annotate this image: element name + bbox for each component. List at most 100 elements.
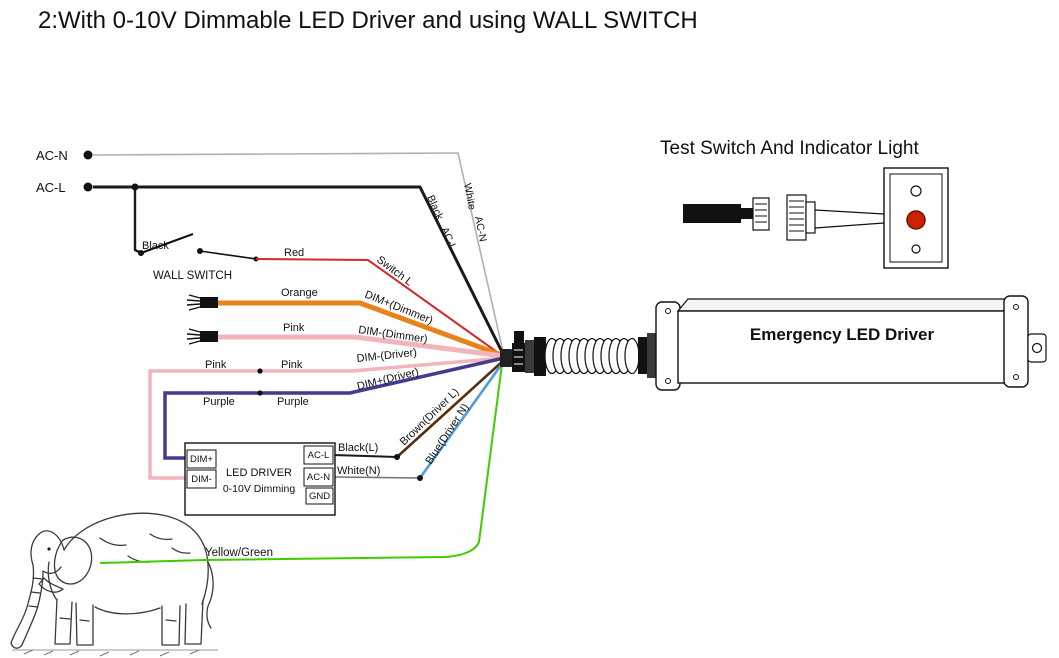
orange-label: Orange [281,287,318,299]
ac-n-label: AC-N [36,148,68,163]
dim-minus-driver-label: DIM-(Driver) [356,347,417,365]
purple-label-right: Purple [277,396,309,408]
elephant-jaw [42,566,62,574]
terminal-ac-l-label: AC-L [308,450,330,461]
connector-pins [789,200,804,232]
terminal-ac-n-box [303,467,334,487]
switch-lead-wire [814,209,885,215]
wire-cap-body [200,297,218,308]
endcap-screw [665,378,671,384]
elephant-leg [161,605,181,646]
wire-red [255,258,505,358]
wire-cap-bristles [186,328,201,345]
gland-part [647,333,658,378]
ground-hatch [23,649,200,657]
elephant-leg [184,599,204,645]
driver-front-face [677,310,1007,384]
elephant-eye [47,547,51,551]
terminal-dim-minus-box [186,469,217,489]
cable-gland-left [500,331,546,376]
plate-hole-top [910,185,922,197]
junction-dot [417,475,423,481]
sketch-line [28,577,43,608]
junction-dot [253,256,259,262]
black-diagonal-label: Black [424,193,446,222]
wire-switch-branch [133,187,142,255]
wire-cap-icon [186,328,218,345]
terminal-gnd-label: GND [309,491,330,502]
terminal-ac-l-box [303,445,334,465]
elephant-trunk-inner [21,570,44,646]
junction-dot [257,390,263,396]
wire-cap-bristles [186,294,201,311]
pink-driver-label-left: Pink [205,359,227,371]
connector-latch [805,201,816,234]
elephant-tail [206,559,214,629]
wall-switch-label: WALL SWITCH [153,270,232,282]
endcap-screw [1013,374,1019,380]
sketch-line [59,617,177,622]
wire-orange [218,300,505,359]
red-label: Red [284,247,304,259]
cable-gland-right [638,333,658,378]
endcap-screw [1013,304,1019,310]
purple-label-left: Purple [203,396,235,408]
sketch-line [23,649,200,657]
wire-ac-n [92,152,505,357]
yellow-green-label: Yellow/Green [205,547,273,559]
gland-part [534,337,546,376]
endcap-screw [665,308,671,314]
driver-endcap-left [655,301,681,391]
switch-black-label: Black [142,240,169,252]
wire-black-l [332,454,398,458]
sketch-line [149,533,173,541]
led-driver-dimming: 0-10V Dimming [223,483,296,495]
wire-purple [163,356,505,460]
switch-link [199,250,257,260]
elephant-sketch [10,512,218,657]
white-diagonal-label: White [461,182,478,211]
wire-pink-driver [148,356,505,480]
elephant-tusk [38,577,64,593]
plug-neck [741,208,753,219]
ac-l-terminal-dot [83,182,93,192]
ac-n-terminal-dot [83,150,93,160]
switch-blade [140,233,194,254]
wall-switch [138,233,259,262]
plate-hole-bottom [911,244,921,254]
conduit-ring [624,337,640,375]
test-switch-title: Test Switch And Indicator Light [660,138,919,159]
gland-part [500,349,512,367]
pink-driver-label-right: Pink [281,359,303,371]
plug-body [683,204,741,223]
page-title: 2:With 0-10V Dimmable LED Driver and usi… [38,7,698,34]
switch-l-label: Switch L [374,254,414,289]
elephant-trunk-tip [10,642,23,649]
wire-brown [396,359,505,458]
switch-plate-inner [889,173,943,263]
elephant-belly [94,606,161,615]
driver-top-face [676,298,1019,312]
led-driver-name: LED DRIVER [226,467,292,479]
led-driver-box: DIM+ DIM- AC-L AC-N GND LED DRIVER 0-10V… [184,442,336,516]
terminal-ac-n-label: AC-N [307,472,330,483]
indicator-button [906,210,926,230]
junction-dot [131,183,139,191]
pink-dimmer-label: Pink [283,322,305,334]
white-n-label: White(N) [337,465,380,477]
flexible-conduit [544,337,640,375]
mounting-hole [1031,342,1043,354]
elephant-head [30,530,65,566]
connector-housing [752,197,770,231]
elephant-ear [53,536,93,585]
ac-l-label: AC-L [36,180,66,195]
elephant-leg [54,598,73,645]
wire-cap-icon [186,294,218,311]
junction-dot [257,368,263,374]
black-l-label: Black(L) [338,442,378,454]
elephant-body [63,512,209,605]
elephant-chest [47,561,57,600]
junction-dot [394,454,400,460]
wire-yellow-green [99,363,503,564]
